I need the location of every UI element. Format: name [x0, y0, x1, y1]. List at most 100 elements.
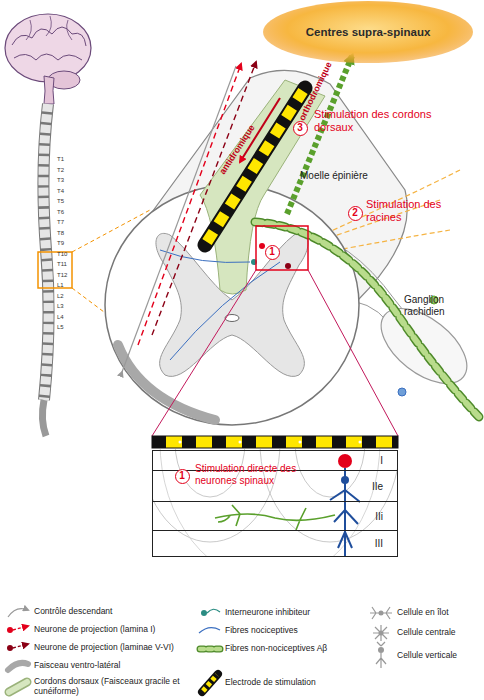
legend-text: Contrôle descendant: [34, 606, 196, 616]
art-ellipse: [160, 449, 380, 556]
vertebra-label: T5: [57, 198, 64, 205]
target-label: Centres supra-spinaux: [306, 26, 431, 38]
vertebra-label: T1: [57, 156, 64, 163]
art-path: [13, 644, 28, 648]
lamina-label: III: [375, 538, 383, 549]
art-circle: [7, 627, 13, 633]
inset-drawing: [140, 302, 400, 582]
art-path: [8, 609, 28, 617]
legend-text: Faisceau ventro-latéral: [34, 660, 196, 670]
art-path: [152, 270, 398, 436]
stimulation-label: Stimulation directe des neurones spinaux: [195, 463, 325, 486]
art-circle: [299, 441, 302, 444]
art-path: [287, 56, 352, 214]
target-ellipse: Centres supra-spinaux: [262, 0, 474, 64]
art-circle: [201, 610, 207, 616]
art-ellipse: [263, 1, 473, 63]
art-path: [215, 505, 335, 530]
art-circle: [379, 611, 384, 616]
vertebra-label: L3: [57, 303, 64, 310]
art-path: [207, 609, 220, 613]
vertebra-label: L2: [57, 293, 64, 300]
vertebra-label: L1: [57, 282, 64, 289]
conduction-arrows: [240, 56, 352, 214]
stimulation-label: Stimulation des cordons dorsaux: [314, 108, 432, 133]
art-circle: [285, 263, 291, 269]
art-circle: [378, 647, 384, 653]
vertebra-label: L5: [57, 324, 64, 331]
vertebra-label: T12: [57, 272, 67, 279]
spinal-cord-drawing: [105, 70, 480, 425]
lamina-band: IIi: [152, 501, 398, 531]
legend-text: Interneurone inhibiteur: [225, 607, 360, 617]
lamina-band: III: [152, 530, 398, 557]
legend-text: Cordons dorsaux (Faisceaux gracile et cu…: [34, 676, 184, 696]
art-path: [370, 607, 392, 619]
art-path: [13, 626, 28, 630]
art-circle: [379, 631, 384, 636]
vertebra-label: T10: [57, 251, 67, 258]
art-path: [200, 646, 220, 653]
art-path: [44, 76, 54, 104]
structure-label: Ganglion rachidien: [404, 294, 468, 317]
vertebra-label: T11: [57, 261, 67, 268]
art-path: [14, 54, 82, 60]
abeta-fibre: [255, 222, 480, 418]
art-circle: [7, 645, 13, 651]
lamina-label: IIe: [372, 481, 383, 492]
art-path: [9, 682, 27, 692]
art-ellipse: [5, 14, 91, 82]
art-rect: [38, 252, 72, 288]
vertebra-label: T2: [57, 167, 64, 174]
art-path: [9, 682, 27, 692]
art-path: [200, 647, 220, 652]
projection-arrows: [122, 62, 256, 372]
art-path: [26, 16, 72, 40]
art-circle: [338, 454, 352, 468]
art-line: [152, 436, 398, 448]
lamina-label: IIi: [375, 511, 383, 522]
callout-number: 2: [348, 206, 363, 221]
art-path: [255, 222, 480, 418]
art-ellipse: [260, 449, 398, 542]
art-rect: [256, 226, 308, 270]
vertebra-label: T8: [57, 230, 64, 237]
lamina-label: I: [380, 455, 383, 466]
art-path: [12, 27, 86, 46]
art-path: [118, 345, 215, 420]
art-ellipse: [295, 449, 365, 497]
stimulation-label: Stimulation des racines: [366, 198, 466, 223]
stimulation-electrode: [205, 88, 305, 245]
zoom-frame: [152, 226, 398, 436]
art-path: [376, 642, 386, 668]
art-path: [42, 400, 46, 436]
vertebra-label: T6: [57, 209, 64, 216]
art-circle: [359, 441, 362, 444]
art-path: [199, 628, 220, 633]
conduction-label: antidromique: [217, 123, 257, 176]
art-path: [8, 663, 28, 670]
vertebra-label: T4: [57, 188, 64, 195]
art-circle: [341, 476, 349, 484]
art-circle: [398, 388, 406, 396]
brain-drawing: [5, 14, 91, 104]
vertebra-label: T9: [57, 240, 64, 247]
legend-text: Fibres nociceptives: [225, 625, 360, 635]
art-line: [207, 91, 303, 242]
vertebra-label: L4: [57, 314, 64, 321]
art-path: [255, 222, 480, 418]
callout-number: 1: [265, 245, 280, 260]
art-path: [373, 625, 389, 641]
legend-text: Cellule en îlot: [397, 607, 483, 617]
art-circle: [239, 441, 242, 444]
art-path: [330, 468, 360, 556]
art-g: [152, 449, 398, 556]
art-ellipse: [152, 449, 280, 542]
vertebra-label: T3: [57, 177, 64, 184]
art-rect: [152, 436, 398, 448]
art-circle: [259, 243, 265, 249]
legend-text: Fibres non-nociceptives Aβ: [225, 643, 360, 653]
vertebra-label: T7: [57, 219, 64, 226]
